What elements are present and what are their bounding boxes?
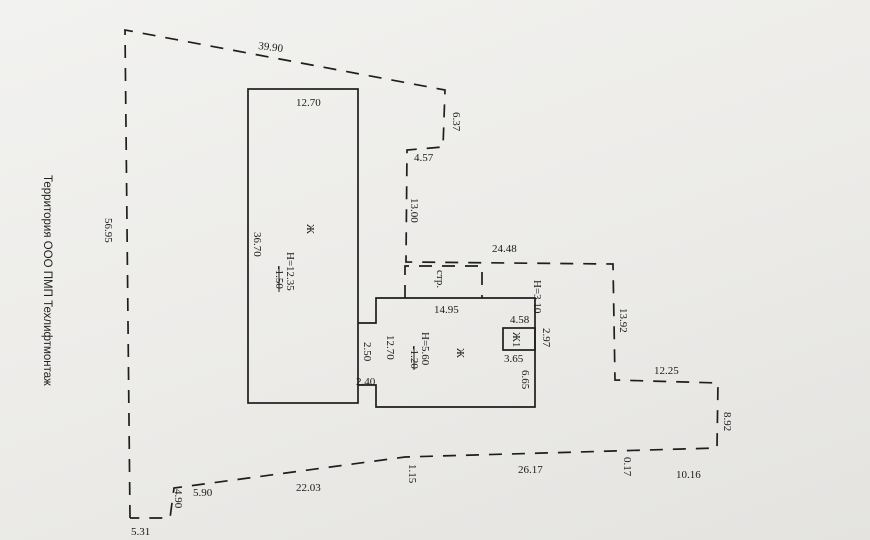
annex-side: 2.97	[540, 328, 552, 348]
building-2-length: 12.70	[384, 335, 396, 360]
territory-boundary-north	[124, 28, 719, 519]
dim-bottom-mid: 26.17	[518, 464, 543, 476]
dim-bottom-step: 1.15	[406, 464, 418, 484]
construction-label: стр.	[434, 270, 446, 288]
dim-bottom-right: 10.16	[676, 469, 701, 481]
connector-outline	[358, 297, 536, 408]
dim-corner-2: 4.57	[414, 152, 434, 164]
dim-right-step: 12.25	[654, 365, 679, 377]
dim-small-width: 5.90	[193, 487, 213, 499]
dim-corner-1: 6.37	[450, 112, 462, 132]
dim-right-vertical: 13.92	[617, 308, 629, 333]
connector-width: 2.40	[356, 376, 376, 388]
dim-small-height: 4.90	[172, 489, 184, 509]
building-1-height-top: 12.35	[284, 266, 296, 291]
annex-bottom: 3.65	[504, 353, 524, 365]
building-1-length: 36.70	[251, 232, 263, 257]
dim-top: 39.90	[258, 40, 285, 55]
dim-corner-3: 13.00	[408, 198, 420, 223]
dim-bottom-small: 0.17	[621, 457, 633, 477]
construction-outline	[404, 265, 483, 298]
building-2-h-prefix: H=	[419, 332, 431, 346]
building-2-top: 14.95	[434, 304, 459, 316]
building-2-type: Ж	[454, 348, 466, 358]
annex-top: 4.58	[510, 314, 530, 326]
dim-far-right: 8.92	[721, 412, 733, 431]
dim-bottom-left: 22.03	[296, 482, 321, 494]
dim-bottom-corner: 5.31	[131, 526, 150, 538]
building-1-width: 12.70	[296, 97, 321, 109]
building-2-right: 6.65	[519, 370, 531, 390]
annex-outline	[502, 327, 536, 351]
annex-type: Ж1	[510, 332, 522, 347]
building-1-type: Ж	[304, 224, 316, 234]
building-1-outline	[247, 88, 359, 404]
annex-height: H=3.10	[531, 280, 543, 314]
territory-caption: Территория ООО ПМП Техлифтмонтаж	[41, 175, 53, 386]
building-2-height-top: 5.60	[419, 346, 431, 366]
dim-top-right: 24.48	[492, 243, 517, 255]
connector-length: 2.50	[361, 342, 373, 362]
building-1-h-prefix: H=	[284, 252, 296, 266]
dim-left: 56.95	[102, 218, 114, 243]
